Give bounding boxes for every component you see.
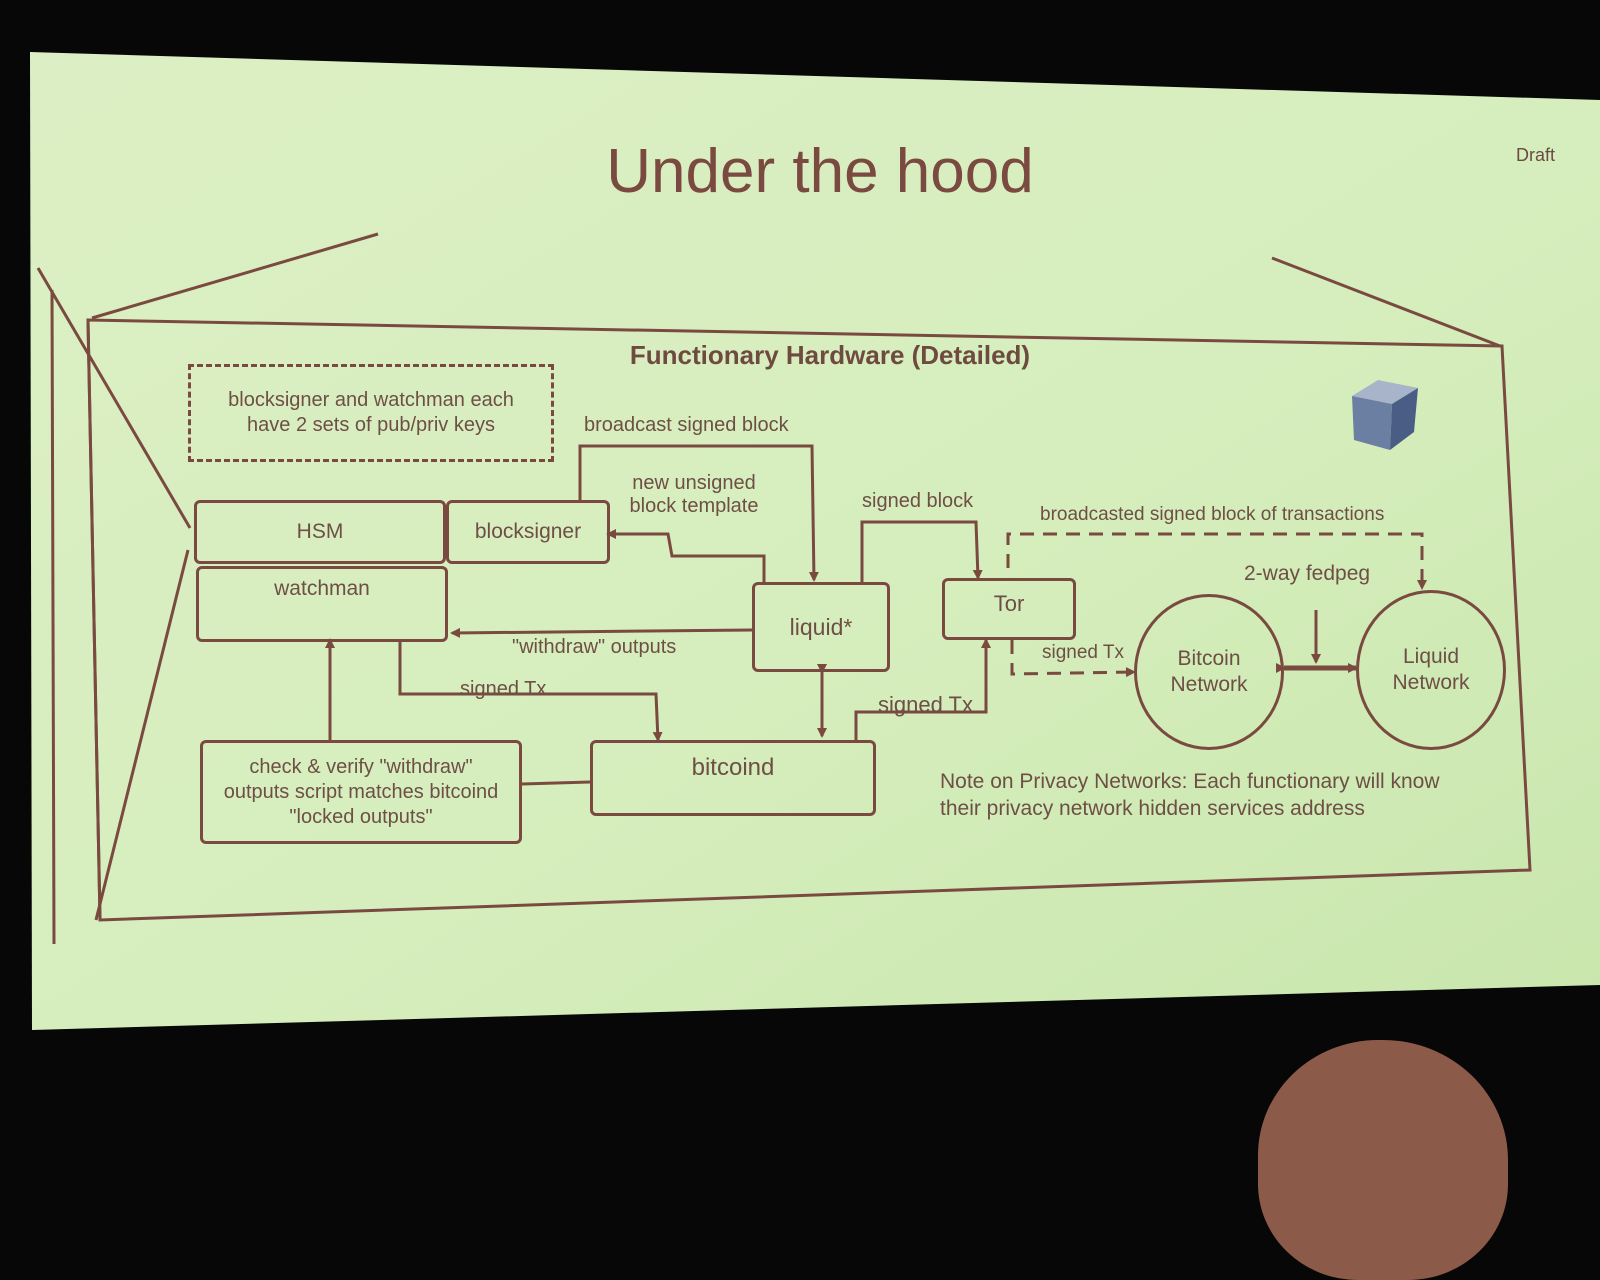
edge-broadcast-signed-block <box>578 444 819 582</box>
blocksigner-box: blocksigner <box>446 500 610 564</box>
keys-note-text: blocksigner and watchman each have 2 set… <box>228 389 514 436</box>
hsm-label: HSM <box>296 520 344 543</box>
server-cube-icon <box>1352 380 1418 450</box>
slide-scene <box>30 52 1600 1030</box>
tor-box: Tor <box>942 578 1076 640</box>
label-signed-tx-bitcoind: signed Tx <box>878 692 973 717</box>
diagram-title: Functionary Hardware (Detailed) <box>629 340 1031 370</box>
connectors <box>325 444 1358 786</box>
tor-label: Tor <box>993 591 1025 616</box>
check-verify-box: check & verify "withdraw" outputs script… <box>200 740 522 844</box>
bitcoin-network-label: Bitcoin Network <box>1170 646 1248 696</box>
label-new-unsigned-block-template: new unsigned block template <box>629 472 759 517</box>
bitcoind-label: bitcoind <box>691 754 775 781</box>
label-broadcast-signed-block: broadcast signed block <box>584 414 789 436</box>
liquid-label: liquid* <box>789 613 853 640</box>
liquid-network-label: Liquid Network <box>1392 644 1470 694</box>
projection-screen <box>30 52 1600 1030</box>
dashed-connectors <box>1006 532 1427 678</box>
audience-head <box>1258 1040 1508 1280</box>
blocksigner-label: blocksigner <box>474 520 582 543</box>
edge-signed-tx-tor <box>1010 640 1136 678</box>
edge-signed-tx-bitcoind <box>854 638 991 740</box>
hsm-box: HSM <box>194 500 446 564</box>
edge-withdraw-outputs <box>450 627 753 638</box>
check-verify-label: check & verify "withdraw" outputs script… <box>223 755 499 828</box>
liquid-box: liquid* <box>752 582 890 672</box>
bitcoind-box: bitcoind <box>590 740 876 816</box>
edge-signed-tx-watchman <box>398 640 663 742</box>
bitcoin-network-node: Bitcoin Network <box>1134 594 1284 750</box>
draft-label: Draft <box>1516 145 1556 165</box>
slide-title: Under the hood <box>606 137 1034 206</box>
edge-broadcasted-block <box>1006 532 1427 590</box>
label-broadcasted-signed-block: broadcasted signed block of transactions <box>1040 504 1385 525</box>
watchman-box: watchman <box>196 566 448 642</box>
label-signed-tx-tor: signed Tx <box>1042 642 1125 663</box>
privacy-note: Note on Privacy Networks: Each functiona… <box>940 770 1440 821</box>
label-signed-tx-watchman: signed Tx <box>460 678 547 700</box>
edge-check-bitcoind <box>521 780 591 786</box>
box-perspective-lines <box>36 232 1501 945</box>
liquid-network-node: Liquid Network <box>1356 590 1506 750</box>
keys-note: blocksigner and watchman each have 2 set… <box>188 364 554 462</box>
functionary-hardware-frame <box>86 318 1532 922</box>
label-signed-block: signed block <box>862 490 974 512</box>
edge-new-unsigned-template <box>606 529 766 582</box>
watchman-label: watchman <box>274 577 370 600</box>
label-two-way-fedpeg: 2-way fedpeg <box>1244 562 1371 585</box>
label-withdraw-outputs: "withdraw" outputs <box>512 636 677 658</box>
edge-signed-block <box>860 520 983 582</box>
